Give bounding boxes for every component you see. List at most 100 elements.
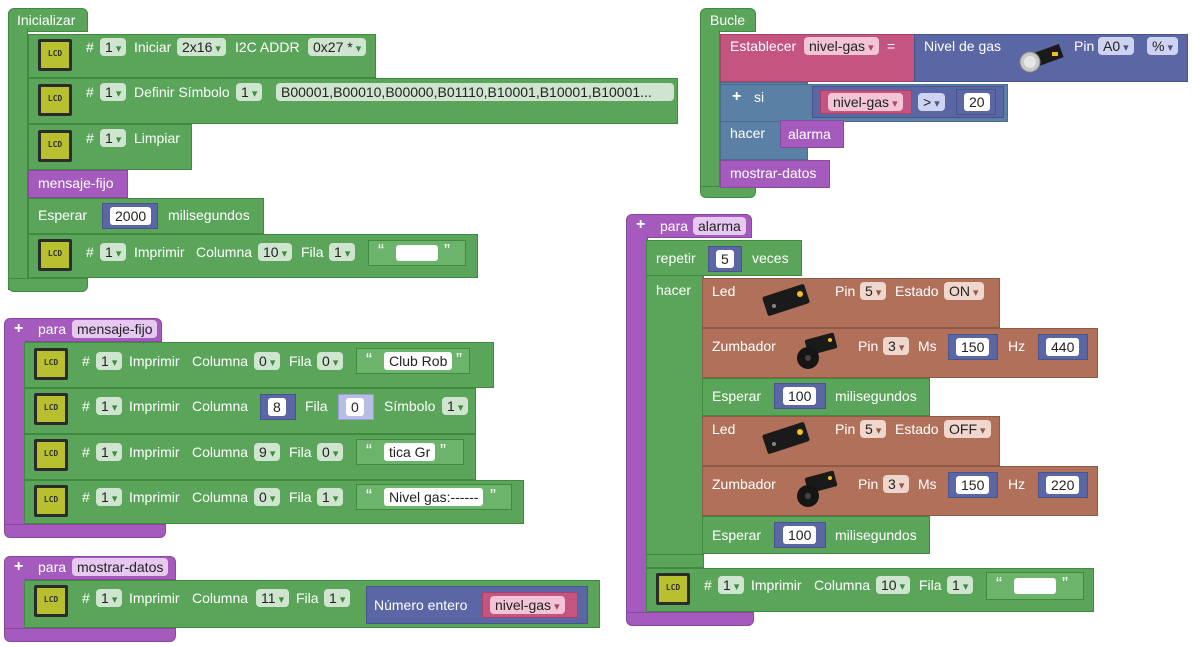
limpiar-label: Limpiar [134,130,180,146]
hash-label: # [82,444,90,460]
hz-value-field[interactable]: 440 [1046,338,1080,356]
string-field[interactable]: Nivel gas:------ [384,488,484,506]
lcd-number-dropdown[interactable]: 1 [96,488,123,506]
lcd-number-dropdown[interactable]: 1 [96,352,123,370]
string-field[interactable]: tica Gr [384,443,436,461]
i2c-label: I2C ADDR [235,39,300,55]
buzzer-icon [790,470,840,507]
iniciar-label: Iniciar [134,39,172,55]
ms-value-field[interactable]: 150 [956,338,990,356]
string-field[interactable] [396,245,438,261]
quote-close: ” [490,486,496,506]
repeat-foot [646,554,704,568]
lcd-number-dropdown[interactable]: 1 [100,83,127,101]
quote-open: “ [366,441,372,461]
analog-pin-dropdown[interactable]: A0 [1098,37,1134,55]
repeat-count-field[interactable]: 5 [716,250,734,268]
string-field[interactable] [1014,578,1056,594]
wait-label: Esperar [38,207,88,223]
variable-dropdown[interactable]: nivel-gas [828,93,903,111]
row-dropdown[interactable]: 1 [324,589,351,607]
lcd-number-dropdown[interactable]: 1 [96,397,123,415]
plus-icon[interactable]: + [14,320,24,337]
variable-dropdown[interactable]: nivel-gas [804,37,879,55]
column-dropdown[interactable]: 11 [256,589,290,607]
imprimir-label: Imprimir [129,353,180,369]
pin-dropdown[interactable]: 5 [860,420,887,438]
loop-hat[interactable] [700,8,756,32]
compare-value-field[interactable]: 20 [964,93,990,111]
wait-value-field[interactable]: 100 [783,387,817,405]
imprimir-label: Imprimir [129,590,180,606]
lcd-icon: LCD [656,573,690,605]
ms-value-field[interactable]: 150 [956,476,990,494]
string-field[interactable]: Club Rob [384,352,453,370]
pin-dropdown[interactable]: 3 [883,337,910,355]
operator-dropdown[interactable]: > [918,93,945,111]
set-label: Establecer [730,38,797,54]
lcd-number-dropdown[interactable]: 1 [100,243,127,261]
column-dropdown[interactable]: 10 [876,576,911,594]
plus-icon[interactable]: + [732,88,742,105]
lcd-number-dropdown[interactable]: 1 [100,129,127,147]
row-dropdown[interactable]: 1 [317,488,344,506]
size-dropdown[interactable]: 2x16 [177,38,226,56]
row-dropdown[interactable]: 1 [947,576,974,594]
quote-close: ” [456,350,462,370]
columna-label: Columna [192,398,249,414]
row-dropdown[interactable]: 0 [317,443,344,461]
quote-open: “ [996,574,1002,594]
buzzer-icon [790,332,840,369]
hash-label: # [82,398,90,414]
row-dropdown[interactable]: 1 [329,243,356,261]
column-value-field[interactable]: 8 [268,398,286,416]
lcd-number-dropdown[interactable]: 1 [96,589,123,607]
row-value-field[interactable]: 0 [346,398,364,416]
addr-dropdown[interactable]: 0x27 * [308,38,367,56]
hz-value-field[interactable]: 220 [1046,476,1080,494]
column-dropdown[interactable]: 0 [254,352,281,370]
state-dropdown[interactable]: OFF [944,420,991,438]
function-name-field[interactable]: mostrar-datos [72,558,169,576]
led-label: Led [712,283,736,299]
lcd-number-dropdown[interactable]: 1 [718,576,745,594]
repeat-block[interactable] [646,240,704,568]
quote-open: “ [366,486,372,506]
call-mostrar-datos-block[interactable] [720,160,830,188]
call-mensaje-fijo-block[interactable] [28,170,128,198]
variable-dropdown[interactable]: nivel-gas [490,596,565,614]
lcd-number-dropdown[interactable]: 1 [100,38,127,56]
function-name-field[interactable]: mensaje-fijo [72,320,158,338]
wait-value-field[interactable]: 100 [783,526,817,544]
imprimir-label: Imprimir [751,577,802,593]
function-name-field[interactable]: alarma [693,217,746,235]
hash-label: # [82,590,90,606]
hash-label: # [82,353,90,369]
column-dropdown[interactable]: 0 [254,488,281,506]
plus-icon[interactable]: + [14,558,24,575]
state-dropdown[interactable]: ON [944,282,984,300]
unit-dropdown[interactable]: % [1147,37,1179,55]
lcd-icon: LCD [34,348,68,380]
column-dropdown[interactable]: 9 [254,443,281,461]
columna-label: Columna [196,244,253,260]
cast-label: Número entero [374,597,468,613]
column-dropdown[interactable]: 10 [258,243,293,261]
call-alarma-block[interactable] [780,120,844,148]
wait-value-field[interactable]: 2000 [110,207,152,225]
lcd-number-dropdown[interactable]: 1 [96,443,123,461]
pin-label: Pin [1074,38,1095,54]
row-dropdown[interactable]: 0 [317,352,344,370]
columna-label: Columna [192,590,249,606]
pin-dropdown[interactable]: 5 [860,282,887,300]
imprimir-label: Imprimir [134,244,185,260]
symbol-dropdown[interactable]: 1 [236,83,263,101]
estado-label: Estado [895,283,939,299]
pin-dropdown[interactable]: 3 [883,475,910,493]
lcd-icon: LCD [38,239,72,271]
symbol-value-field[interactable]: B00001,B00010,B00000,B01110,B10001,B1000… [276,83,674,101]
lcd-icon: LCD [34,485,68,517]
call-label: alarma [788,126,831,142]
plus-icon[interactable]: + [636,216,646,233]
symbol-dropdown[interactable]: 1 [442,397,469,415]
